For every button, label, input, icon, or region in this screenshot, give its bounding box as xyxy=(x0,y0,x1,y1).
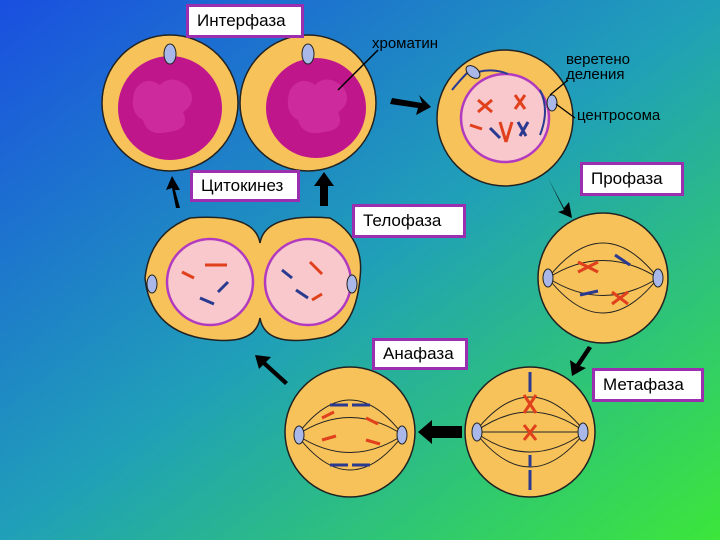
anaphase-cell xyxy=(284,366,416,498)
chromatin-pointer xyxy=(337,49,379,91)
arrow-to-telophase-icon xyxy=(255,355,288,385)
telophase-cell xyxy=(144,216,362,342)
cytokinesis-label: Цитокинез xyxy=(190,170,300,202)
interphase-cell-left xyxy=(101,34,239,172)
metaphase-cell xyxy=(464,366,596,498)
metaphase-text: Метафаза xyxy=(603,375,684,394)
arrow-to-interphase-left-icon xyxy=(166,176,180,208)
prophase-cell xyxy=(436,49,574,187)
spindle-label-line2: деления xyxy=(566,66,625,83)
interphase-text: Интерфаза xyxy=(197,11,286,30)
telophase-text: Телофаза xyxy=(363,211,442,230)
prometaphase-cell xyxy=(537,212,669,344)
cycle-arrows xyxy=(166,95,592,444)
anaphase-text: Анафаза xyxy=(383,344,454,363)
chromatin-label: хроматин xyxy=(372,35,439,52)
cytokinesis-text: Цитокинез xyxy=(201,176,284,195)
arrow-to-anaphase-icon xyxy=(418,420,462,444)
arrow-to-metaphase-icon xyxy=(570,346,592,376)
arrow-to-prometaphase-icon xyxy=(548,178,572,218)
interphase-cell-right xyxy=(239,34,377,172)
telophase-label: Телофаза xyxy=(352,204,466,238)
arrow-to-prophase-icon xyxy=(390,95,431,115)
centrosome-icon xyxy=(163,43,177,65)
prophase-label: Профаза xyxy=(580,162,684,196)
arrow-to-interphase-right-icon xyxy=(314,172,334,206)
interphase-label: Интерфаза xyxy=(186,4,304,38)
centrosome-label: центросома xyxy=(577,107,661,124)
metaphase-label: Метафаза xyxy=(592,368,704,402)
centrosome-icon xyxy=(301,43,315,65)
prophase-text: Профаза xyxy=(591,169,663,188)
anaphase-label: Анафаза xyxy=(372,338,468,370)
spindle-label-line1: веретено xyxy=(566,51,630,68)
